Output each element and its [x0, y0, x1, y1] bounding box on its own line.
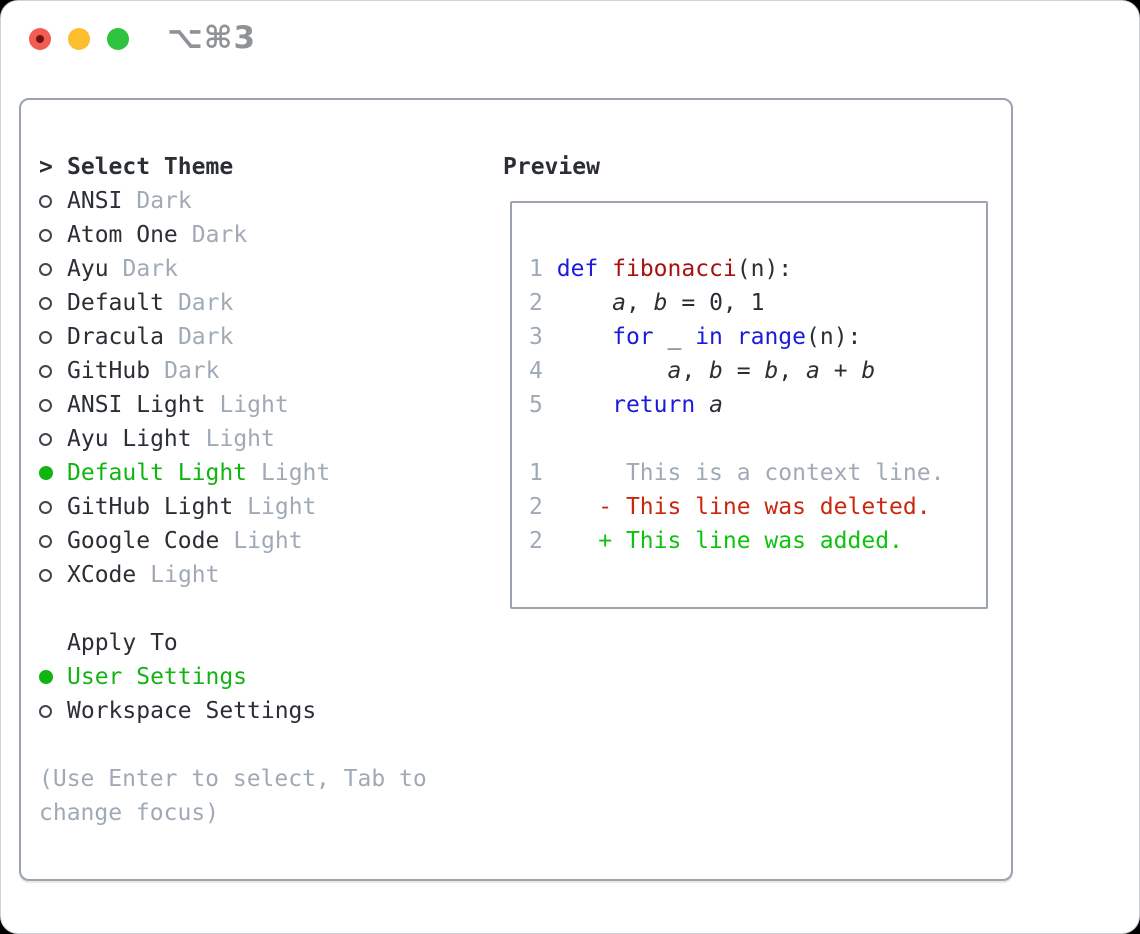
cursor-marker: >: [39, 154, 67, 180]
theme-option[interactable]: Default Light Light: [39, 456, 330, 490]
window-title: ⌥⌘3: [167, 20, 257, 56]
preview-line: 2 a, b = 0, 1: [529, 290, 765, 316]
title-bar: ⌥⌘3: [1, 1, 1139, 77]
zoom-button[interactable]: [107, 28, 129, 50]
radio-selected-icon: [39, 466, 53, 480]
radio-icon: [39, 398, 52, 412]
line-number: 5: [529, 392, 543, 418]
theme-option[interactable]: XCode Light: [39, 558, 330, 592]
apply-target-option-label: Workspace Settings: [67, 698, 317, 724]
theme-variant-label: Light: [247, 494, 317, 520]
cursor-arrow-icon: >: [39, 154, 53, 180]
theme-option-label: ANSI Light: [67, 392, 206, 418]
theme-variant-label: Light: [219, 392, 289, 418]
theme-list-header: > Select Theme: [39, 150, 330, 184]
theme-option-label: ANSI: [67, 188, 123, 214]
help-text: (Use Enter to select, Tab to change focus…: [39, 762, 427, 830]
preview-line: 2 - This line was deleted.: [529, 494, 931, 520]
theme-variant-label: Dark: [177, 324, 234, 350]
theme-variant-label: Dark: [136, 188, 192, 214]
theme-option-label: Ayu Light: [67, 426, 192, 452]
preview-line: 3 for _ in range(n):: [529, 324, 862, 350]
preview-title: Preview: [503, 154, 600, 180]
theme-variant-label: Light: [150, 562, 220, 588]
theme-option-label: Ayu: [67, 256, 109, 282]
theme-option-label: GitHub Light: [67, 494, 234, 520]
theme-option[interactable]: Ayu Light Light: [39, 422, 330, 456]
theme-option[interactable]: Ayu Dark: [39, 252, 330, 286]
theme-option-label: Default: [67, 290, 164, 316]
apply-target-option-label: User Settings: [67, 664, 248, 690]
preview-code: 1 def fibonacci(n): 2 a, b = 0, 1 3 for _ …: [529, 252, 976, 558]
apply-target-option[interactable]: Workspace Settings: [39, 694, 316, 728]
theme-option[interactable]: GitHub Light Light: [39, 490, 330, 524]
line-number: 2: [529, 494, 543, 520]
preview-line: 1 This is a context line.: [529, 460, 945, 486]
radio-icon: [39, 704, 52, 718]
theme-option-label: Default Light: [67, 460, 248, 486]
theme-option[interactable]: ANSI Light Light: [39, 388, 330, 422]
radio-icon: [39, 500, 52, 514]
theme-option[interactable]: Atom One Dark: [39, 218, 330, 252]
line-number: 4: [529, 358, 543, 384]
line-number: 2: [529, 290, 543, 316]
radio-icon: [39, 262, 52, 276]
radio-icon: [39, 432, 52, 446]
theme-option-label: GitHub: [67, 358, 151, 384]
close-button[interactable]: [29, 28, 51, 50]
theme-variant-label: Dark: [122, 256, 178, 282]
radio-icon: [39, 330, 52, 344]
radio-icon: [39, 534, 52, 548]
theme-variant-label: Light: [205, 426, 275, 452]
radio-icon: [39, 364, 52, 378]
theme-variant-label: Light: [233, 528, 303, 554]
line-number: 2: [529, 528, 543, 554]
theme-variant-label: Dark: [164, 358, 220, 384]
theme-option-label: Atom One: [67, 222, 178, 248]
line-number: 3: [529, 324, 543, 350]
theme-option-label: Dracula: [67, 324, 164, 350]
theme-option-label: Google Code: [67, 528, 220, 554]
preview-line: 1 def fibonacci(n):: [529, 256, 793, 282]
theme-variant-label: Dark: [177, 290, 234, 316]
preview-box: 1 def fibonacci(n): 2 a, b = 0, 1 3 for _ …: [510, 201, 988, 609]
theme-option-label: XCode: [67, 562, 137, 588]
theme-variant-label: Light: [261, 460, 331, 486]
theme-list-title: Select Theme: [67, 154, 234, 180]
apply-target-option[interactable]: User Settings: [39, 660, 316, 694]
apply-to-title: Apply To: [67, 630, 178, 656]
radio-icon: [39, 194, 52, 208]
line-number: 1: [529, 460, 543, 486]
apply-to-header: Apply To: [39, 626, 316, 660]
help-line: change focus): [39, 800, 220, 826]
radio-icon: [39, 296, 52, 310]
preview-line: 4 a, b = b, a + b: [529, 358, 876, 384]
radio-selected-icon: [39, 670, 53, 684]
theme-option[interactable]: Dracula Dark: [39, 320, 330, 354]
radio-icon: [39, 568, 52, 582]
theme-option[interactable]: GitHub Dark: [39, 354, 330, 388]
traffic-lights: [29, 28, 129, 50]
line-number: 1: [529, 256, 543, 282]
radio-icon: [39, 228, 52, 242]
theme-option[interactable]: ANSI Dark: [39, 184, 330, 218]
preview-line: [529, 422, 976, 456]
preview-line: 5 return a: [529, 392, 723, 418]
minimize-button[interactable]: [68, 28, 90, 50]
help-line: (Use Enter to select, Tab to: [39, 766, 427, 792]
theme-option[interactable]: Default Dark: [39, 286, 330, 320]
theme-option[interactable]: Google Code Light: [39, 524, 330, 558]
preview-line: 2 + This line was added.: [529, 528, 903, 554]
theme-variant-label: Dark: [191, 222, 248, 248]
